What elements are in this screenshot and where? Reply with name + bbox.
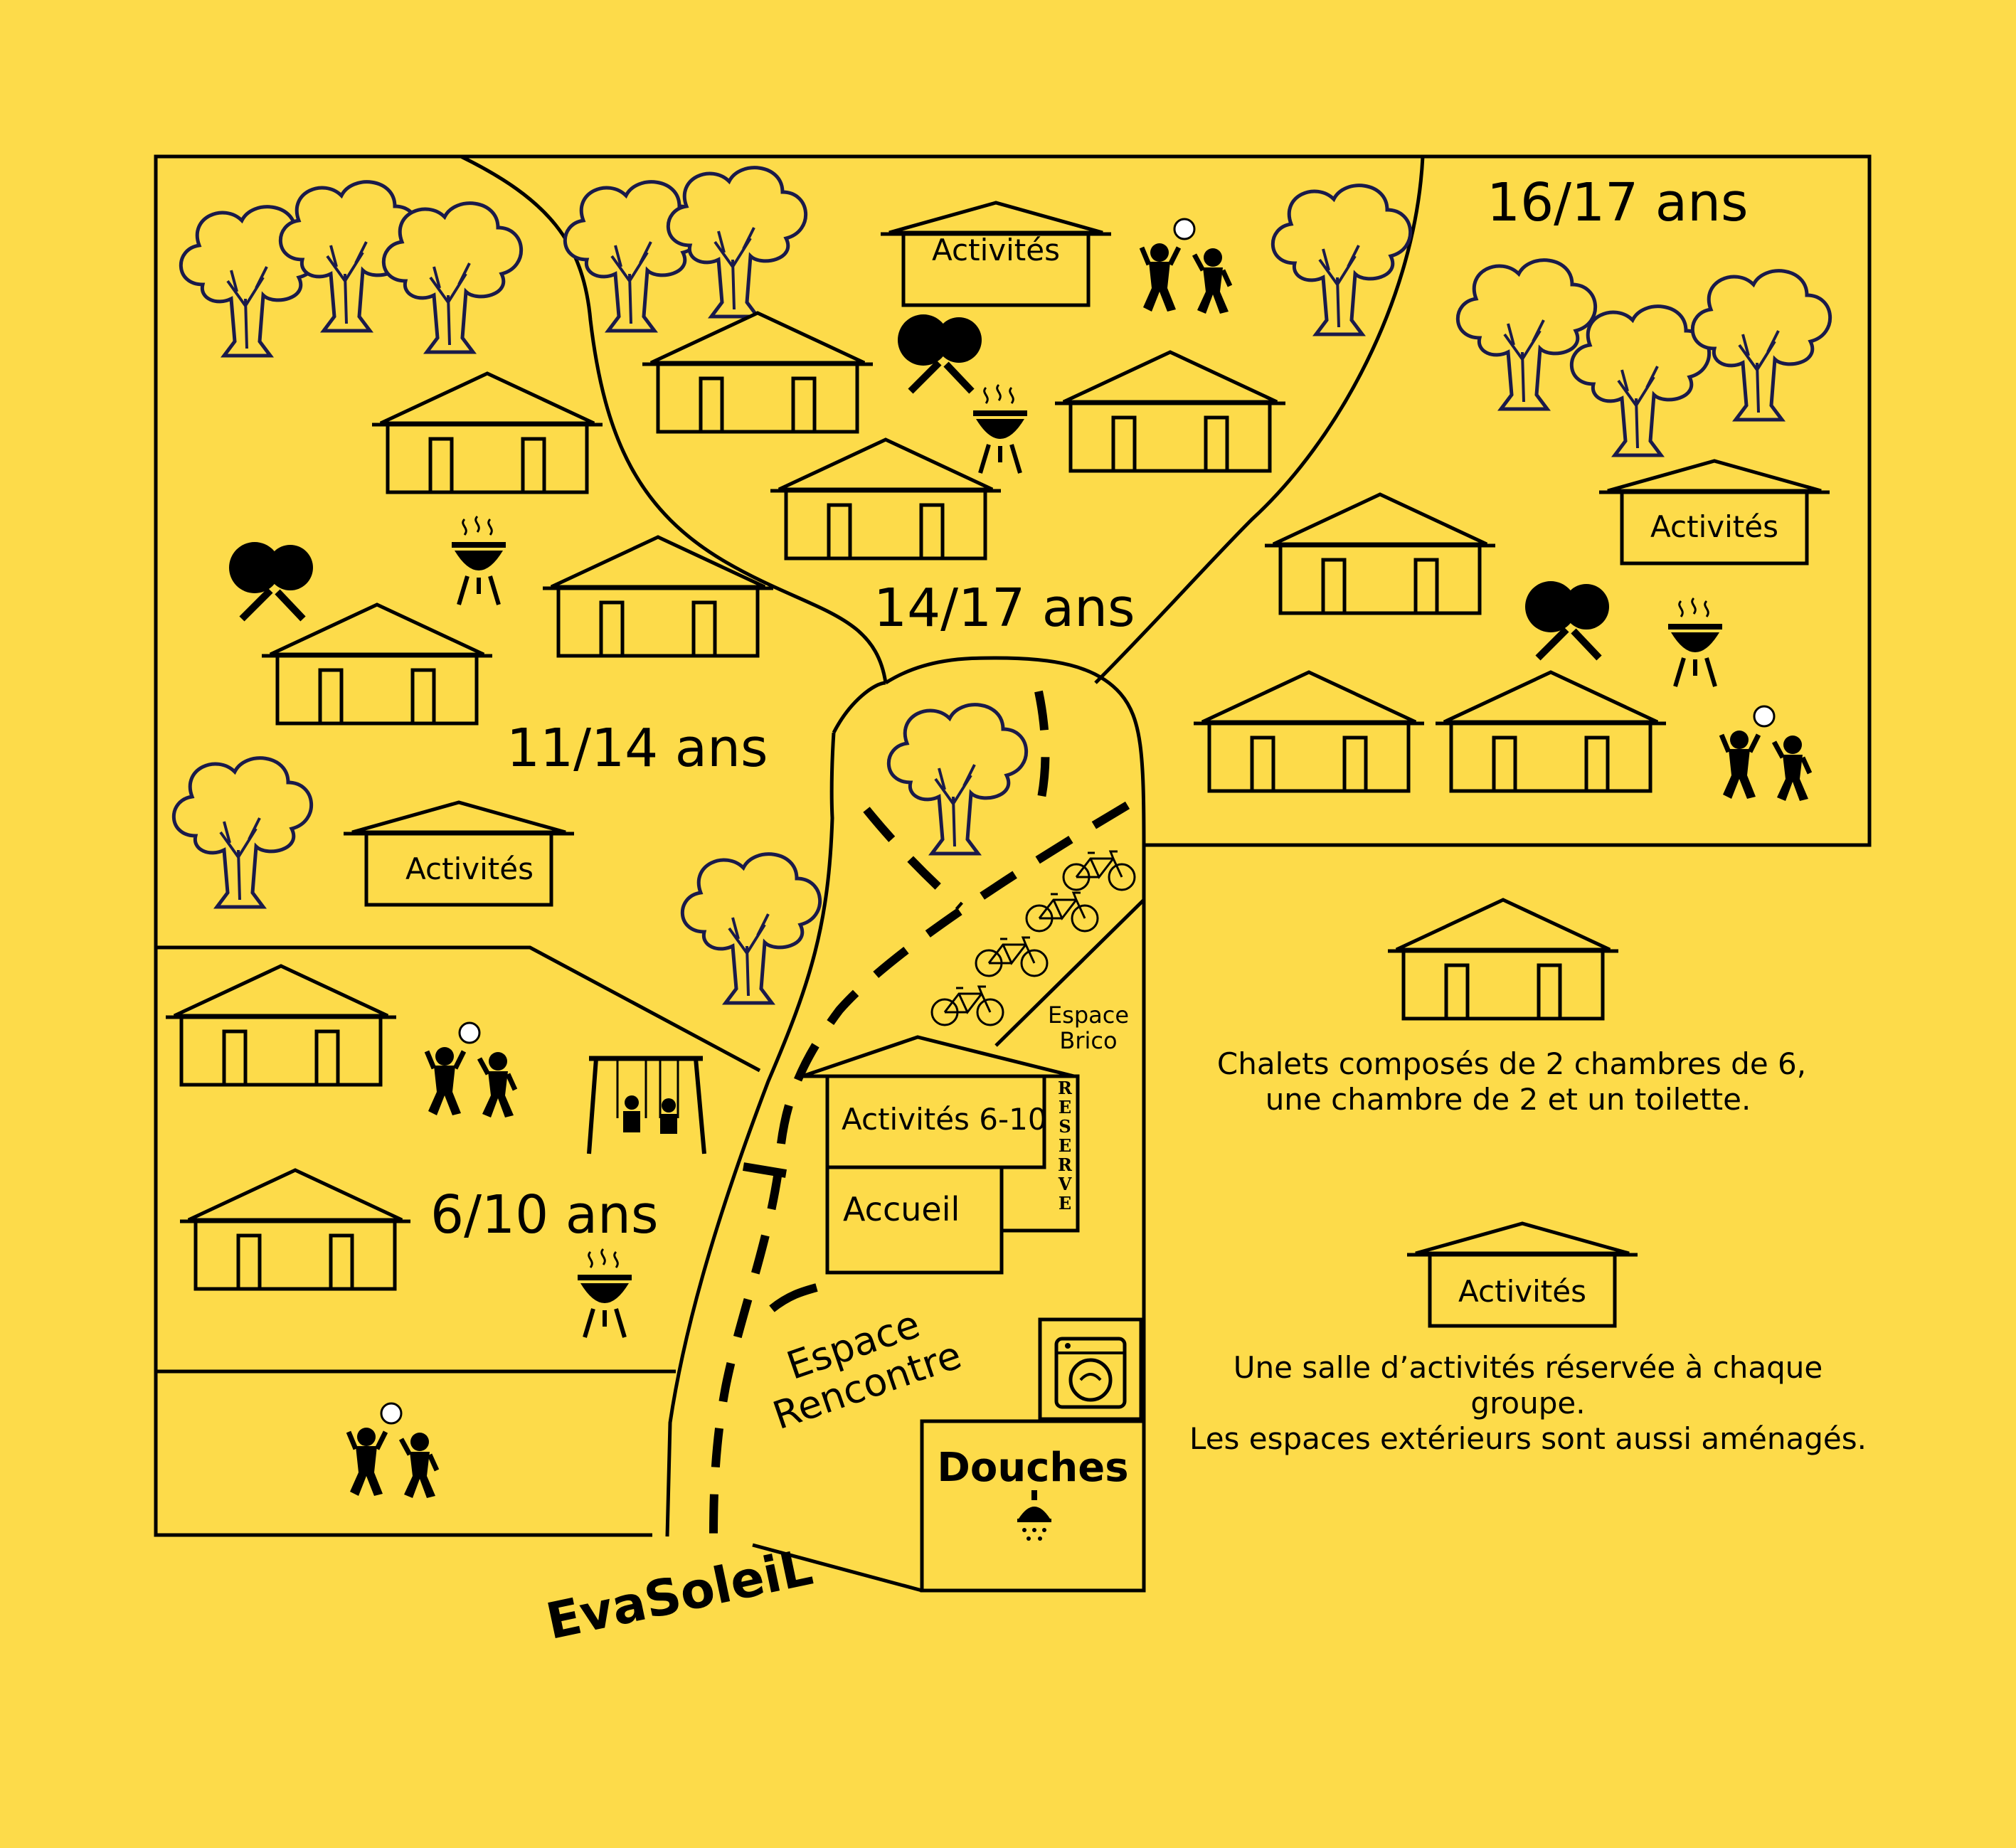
activity-building: Activités (344, 802, 574, 905)
map-outlines (154, 154, 1872, 1593)
ping-pong-icon (898, 314, 982, 391)
legend-activity-line1: Une salle d’activités réservée à chaque (1234, 1350, 1823, 1385)
chalet (372, 373, 603, 492)
tree-icon (565, 182, 702, 331)
tree-icon (1571, 307, 1709, 455)
chalet (1265, 494, 1495, 613)
chalet (180, 1170, 410, 1289)
legend-chalet-line1: Chalets composés de 2 chambres de 6, (1217, 1046, 1806, 1081)
legend-chalet (1388, 900, 1618, 1019)
bicycle-icon (1062, 850, 1136, 891)
espace-rencontre-label: Espace Rencontre (768, 1302, 967, 1438)
chalet (1055, 352, 1285, 471)
chalet (642, 313, 873, 432)
central-building (802, 1035, 1080, 1275)
activity-label: Activités (405, 851, 534, 886)
reserve-letter: R (1058, 1154, 1073, 1175)
zone-label-11-14: 11/14 ans (506, 718, 768, 779)
tree-icon (174, 758, 311, 907)
tree-icon (888, 705, 1026, 854)
barbecue-icon (973, 385, 1027, 473)
zone-label-6-10: 6/10 ans (430, 1184, 659, 1246)
chalet (1194, 672, 1424, 791)
bicycle-icon (930, 985, 1004, 1026)
laundry-room (1038, 1317, 1143, 1421)
reserve-letter: E (1059, 1135, 1071, 1156)
swing-icon (587, 1056, 706, 1154)
ping-pong-icon (229, 542, 313, 619)
espace-brico-label-2: Brico (1059, 1027, 1117, 1054)
chalet (262, 605, 492, 723)
logo: EvaSoleiL (541, 1538, 817, 1651)
douches-building: Douches (920, 1419, 1146, 1593)
shower-icon (1017, 1490, 1051, 1541)
activity-label: Activités (1458, 1274, 1586, 1309)
kids-playing-ball-icon (427, 1023, 515, 1117)
bicycle-icon (975, 936, 1049, 977)
zone-label-16-17: 16/17 ans (1487, 172, 1749, 233)
chalet (543, 537, 773, 656)
tree-icon (1458, 260, 1595, 409)
reserve-letter: E (1059, 1097, 1071, 1117)
tree-icon (1692, 271, 1830, 420)
activity-label: Activités (932, 233, 1060, 267)
zone-label-14-17: 14/17 ans (874, 578, 1135, 639)
activity-building: Activités (1599, 461, 1830, 563)
legend-activity-building: Activités (1407, 1223, 1638, 1326)
legend-activity-line3: Les espaces extérieurs sont aussi aménag… (1189, 1421, 1867, 1456)
tree-icon (383, 203, 521, 352)
chalet (1436, 672, 1666, 791)
bicycle-icon (1025, 891, 1099, 933)
reserve-letter: E (1059, 1193, 1071, 1214)
activites-6-10-label: Activités 6-10 (842, 1102, 1047, 1137)
barbecue-icon (452, 516, 506, 605)
activity-label: Activités (1650, 509, 1778, 544)
reserve-letter: R (1058, 1078, 1073, 1098)
barbecue-icon (578, 1249, 632, 1337)
tree-icon (668, 168, 805, 317)
legend-chalet-line2: une chambre de 2 et un toilette. (1266, 1082, 1751, 1117)
logo-text: EvaSoleiL (541, 1538, 817, 1651)
barbecue-icon (1668, 598, 1722, 686)
tree-icon (682, 854, 819, 1003)
ping-pong-icon (1525, 581, 1609, 658)
walking-path (709, 690, 1130, 1537)
washing-machine-icon (1054, 1337, 1127, 1409)
reserve-letter: V (1058, 1174, 1072, 1194)
legend-activity-line2: groupe. (1470, 1386, 1585, 1420)
kids-playing-ball-icon (1142, 219, 1230, 314)
kids-playing-ball-icon (1721, 706, 1810, 801)
activity-building: Activités (881, 203, 1111, 305)
chalet (166, 966, 396, 1085)
chalet (770, 440, 1001, 558)
accueil-label: Accueil (843, 1190, 960, 1228)
douches-label: Douches (937, 1445, 1128, 1491)
kids-playing-ball-icon (349, 1403, 437, 1498)
espace-brico-label-1: Espace (1048, 1002, 1129, 1029)
reserve-letter: S (1059, 1116, 1071, 1137)
